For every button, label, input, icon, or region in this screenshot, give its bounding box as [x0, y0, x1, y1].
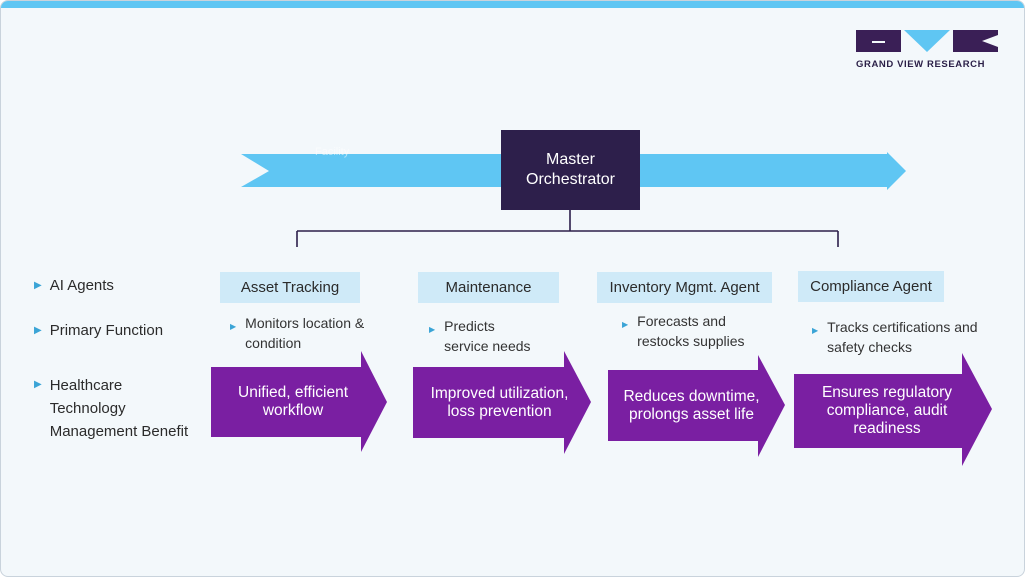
- benefit-arrow-icon-3: [608, 355, 785, 457]
- row-label-benefit-line-3: Management Benefit: [49, 423, 189, 440]
- function-compliance: ▶ Tracks certifications and safety check…: [812, 317, 978, 357]
- connector-lines: [296, 210, 839, 247]
- function-maintenance: ▶ Predicts service needs: [429, 316, 531, 356]
- benefit-line-2: compliance, audit: [826, 402, 948, 419]
- row-label-agents: ▶ AI Agents: [34, 277, 114, 294]
- row-label-benefit-line-2: Technology: [49, 400, 126, 417]
- triangle-bullet-icon: ▶: [622, 320, 629, 329]
- triangle-bullet-icon: ▶: [812, 326, 819, 335]
- function-line-1: Monitors location &: [245, 315, 365, 331]
- triangle-bullet-icon: ▶: [230, 322, 237, 331]
- triangle-bullet-icon: ▶: [34, 325, 42, 336]
- row-label-benefit: ▶ Healthcare Technology Management Benef…: [34, 376, 188, 443]
- orchestrator-line-2: Orchestrator: [526, 171, 615, 188]
- benefit-arrow-icon-4: [794, 353, 992, 466]
- flow-faint-label: Facility: [315, 146, 350, 158]
- benefit-compliance: Ensures regulatory compliance, audit rea…: [796, 374, 978, 448]
- row-label-agents-text: AI Agents: [49, 277, 114, 294]
- benefit-maintenance: Improved utilization, loss prevention: [413, 367, 586, 438]
- row-label-function: ▶ Primary Function: [34, 322, 163, 339]
- row-label-function-text: Primary Function: [49, 322, 164, 339]
- function-line-2: restocks supplies: [637, 333, 745, 349]
- row-label-benefit-line-1: Healthcare: [49, 377, 123, 394]
- benefit-line-3: readiness: [853, 420, 921, 437]
- benefit-inventory: Reduces downtime, prolongs asset life: [608, 370, 775, 441]
- agent-header-inventory: Inventory Mgmt. Agent: [597, 272, 772, 303]
- benefit-line-2: prolongs asset life: [629, 405, 754, 423]
- agent-header-compliance: Compliance Agent: [798, 271, 944, 302]
- benefit-line-1: Improved utilization,: [430, 384, 569, 402]
- function-line-2: safety checks: [827, 339, 912, 355]
- function-line-1: Predicts: [444, 318, 495, 334]
- agent-header-asset-tracking: Asset Tracking: [220, 272, 360, 303]
- function-line-2: service needs: [444, 338, 531, 354]
- agent-header-maintenance: Maintenance: [418, 272, 559, 303]
- benefit-line-2: workflow: [262, 402, 324, 419]
- gvr-logo: [856, 30, 998, 52]
- function-line-1: Tracks certifications and: [827, 319, 978, 335]
- benefit-line-1: Unified, efficient: [238, 384, 348, 401]
- logo-text: GRAND VIEW RESEARCH: [856, 59, 986, 70]
- benefit-line-1: Reduces downtime,: [623, 387, 760, 405]
- triangle-bullet-icon: ▶: [34, 280, 42, 291]
- triangle-bullet-icon: ▶: [34, 379, 42, 390]
- top-accent-bar: [1, 1, 1024, 8]
- benefit-asset-tracking: Unified, efficient workflow: [213, 367, 373, 437]
- benefit-line-1: Ensures regulatory: [821, 384, 953, 401]
- triangle-bullet-icon: ▶: [429, 325, 436, 334]
- benefit-line-2: loss prevention: [447, 402, 552, 420]
- orchestrator-line-1: Master: [546, 151, 595, 168]
- master-orchestrator-box: Master Orchestrator: [501, 130, 640, 210]
- function-inventory: ▶ Forecasts and restocks supplies: [622, 311, 745, 351]
- function-asset-tracking: ▶ Monitors location & condition: [230, 313, 364, 353]
- benefit-arrow-icon-2: [413, 351, 591, 454]
- function-line-2: condition: [245, 335, 302, 351]
- function-line-1: Forecasts and: [637, 313, 726, 329]
- benefit-arrow-icon-1: [211, 351, 387, 452]
